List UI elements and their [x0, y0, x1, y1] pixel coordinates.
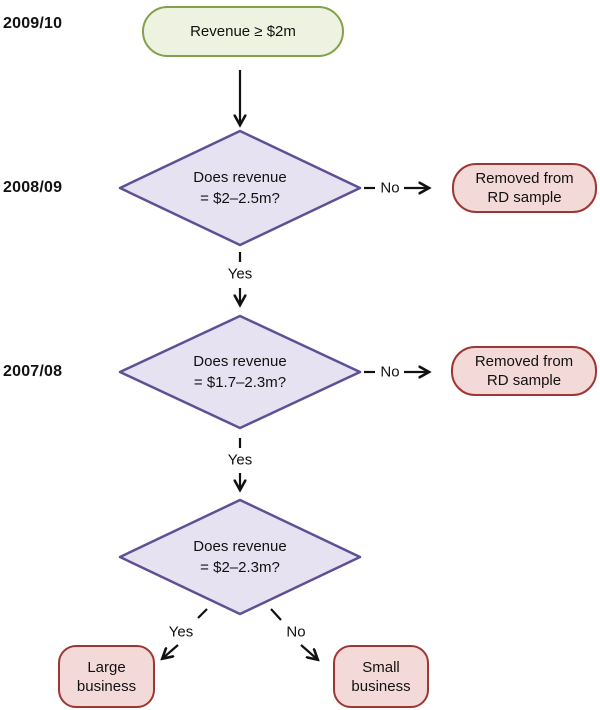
decision3-line1: Does revenue — [193, 538, 287, 555]
large-business-node: Large business — [58, 645, 155, 708]
no-label-1: No — [380, 179, 400, 197]
decision2-text: Does revenue = $1.7–2.3m? — [150, 351, 330, 393]
decision1-text: Does revenue = $2–2.5m? — [150, 167, 330, 209]
yes-label-2: Yes — [227, 451, 253, 469]
yes-arrow-3 — [163, 644, 179, 658]
removed-node-1: Removed from RD sample — [452, 163, 597, 213]
decision1-line1: Does revenue — [193, 169, 287, 186]
year-label-2009-10: 2009/10 — [3, 15, 63, 32]
large-line2: business — [76, 677, 137, 695]
decision3-text: Does revenue = $2–2.3m? — [150, 536, 330, 578]
no-arrow-3 — [300, 644, 317, 659]
decision2-line1: Does revenue — [193, 353, 287, 370]
year-label-2007-08: 2007/08 — [3, 363, 63, 380]
yes-label-1: Yes — [227, 265, 253, 283]
no-label-2: No — [380, 363, 400, 381]
removed1-line1: Removed from — [475, 170, 574, 187]
decision3-line2: = $2–2.3m? — [200, 559, 280, 576]
decision-diamond-2008-09 — [118, 129, 362, 247]
start-node-label: Revenue ≥ $2m — [190, 23, 296, 40]
small-line1: Small — [362, 658, 400, 676]
small-line2: business — [351, 677, 411, 695]
decision2-line2: = $1.7–2.3m? — [193, 374, 287, 391]
yes-label-3: Yes — [168, 623, 194, 641]
removed2-line1: Removed from — [474, 353, 574, 370]
decision-diamond-2007-08 — [118, 314, 362, 430]
decision1-line2: = $2–2.5m? — [200, 190, 280, 207]
large-line1: Large — [87, 658, 126, 676]
yes-dash-3 — [197, 608, 208, 619]
start-node: Revenue ≥ $2m — [142, 6, 344, 57]
removed-node-2: Removed from RD sample — [451, 346, 597, 396]
removed1-line2: RD sample — [487, 189, 562, 206]
year-label-2008-09: 2008/09 — [3, 179, 63, 196]
small-business-node: Small business — [333, 645, 429, 708]
removed2-line2: RD sample — [486, 372, 562, 389]
no-dash-3 — [270, 608, 282, 621]
no-label-3: No — [286, 623, 306, 641]
decision-diamond-final — [118, 498, 362, 616]
